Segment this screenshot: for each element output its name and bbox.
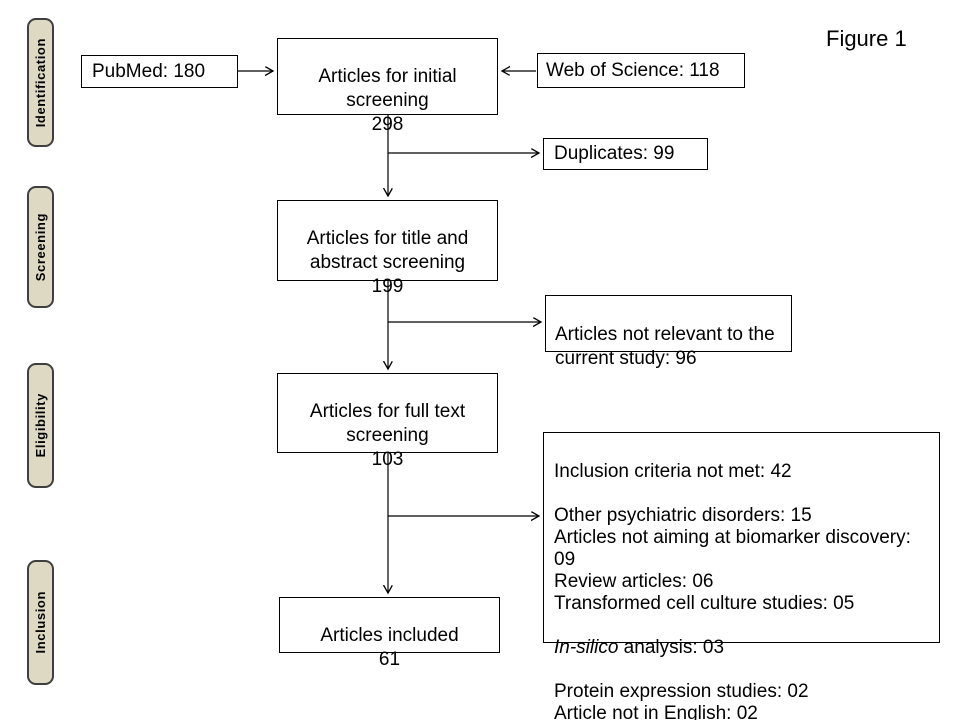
stage-label-eligibility: Eligibility (33, 393, 48, 458)
stage-label-inclusion: Inclusion (33, 591, 48, 654)
box-title-abstract-text: Articles for title and abstract screenin… (306, 228, 469, 297)
box-not-relevant: Articles not relevant to the current stu… (545, 295, 792, 369)
box-not-relevant-text: Articles not relevant to the current stu… (555, 324, 775, 369)
exclusion-lines-top: Inclusion criteria not met: 42 Other psy… (554, 461, 911, 614)
stage-tab-inclusion: Inclusion (27, 560, 54, 685)
box-articles-included-text: Articles included 61 (320, 625, 459, 670)
box-full-text-screening: Articles for full text screening 103 (277, 373, 498, 470)
box-web-of-science: Web of Science: 118 (537, 53, 745, 88)
stage-tab-eligibility: Eligibility (27, 363, 54, 488)
box-title-abstract-screening: Articles for title and abstract screenin… (277, 200, 498, 297)
stage-tab-identification: Identification (27, 18, 54, 147)
exclusion-italic-rest: analysis: 03 (618, 637, 725, 658)
box-exclusion-criteria: Inclusion criteria not met: 42 Other psy… (543, 432, 940, 720)
stage-label-screening: Screening (33, 212, 48, 282)
exclusion-insilico-line: In-silico analysis: 03 (554, 637, 935, 659)
box-duplicates-text: Duplicates: 99 (554, 143, 675, 164)
box-pubmed-text: PubMed: 180 (92, 60, 206, 82)
exclusion-lines-bottom: Protein expression studies: 02 Article n… (554, 681, 809, 720)
box-web-of-science-text: Web of Science: 118 (546, 59, 720, 81)
box-pubmed: PubMed: 180 (81, 55, 238, 88)
box-articles-included: Articles included 61 (279, 597, 500, 670)
box-full-text-text: Articles for full text screening 103 (309, 401, 466, 470)
box-duplicates: Duplicates: 99 (543, 138, 708, 170)
figure-caption: Figure 1 (826, 26, 907, 51)
stage-label-identification: Identification (33, 37, 48, 128)
box-initial-screening: Articles for initial screening 298 (277, 38, 498, 135)
stage-tab-screening: Screening (27, 186, 54, 308)
box-initial-screening-text: Articles for initial screening 298 (318, 66, 457, 135)
exclusion-italic-term: In-silico (554, 637, 619, 658)
